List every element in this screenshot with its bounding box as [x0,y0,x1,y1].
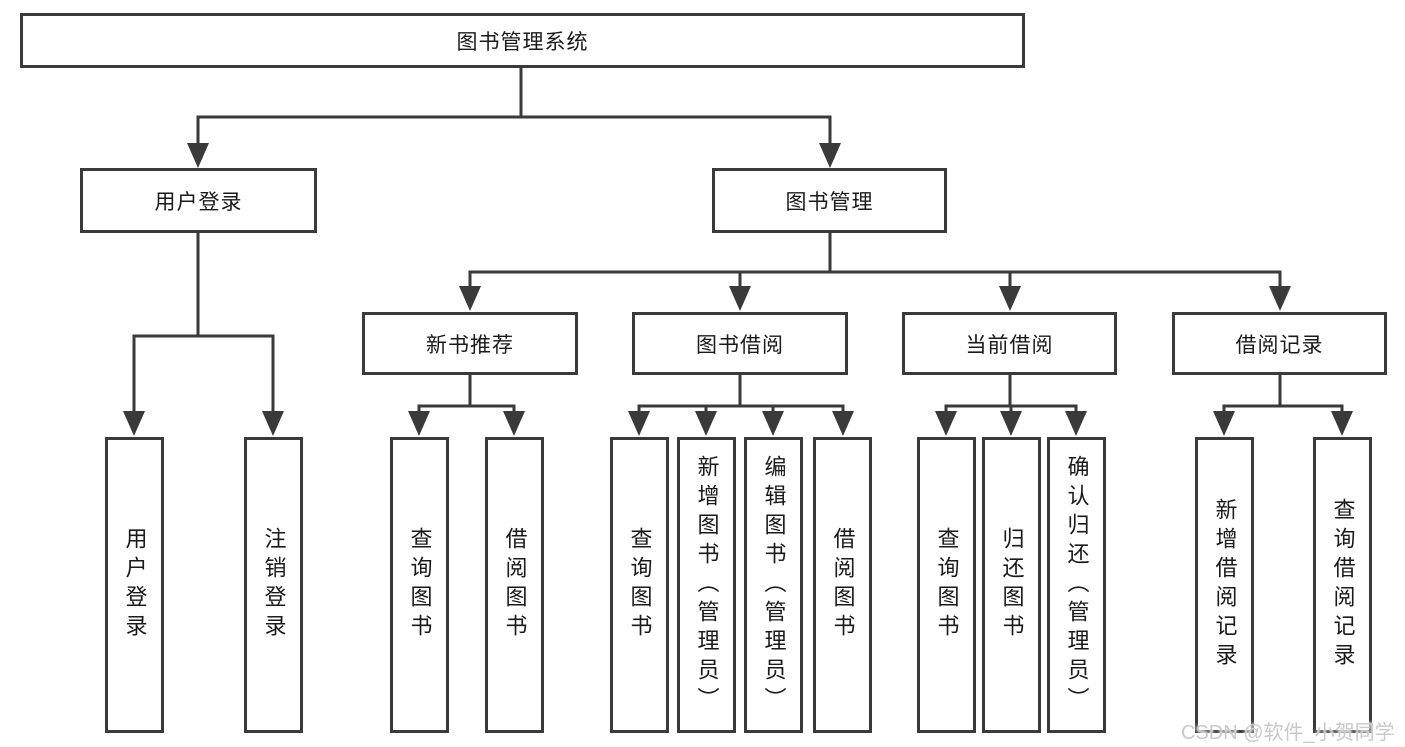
leaf-bb-borrow-books-label: 借阅图书 [830,527,856,643]
leaf-br-add-record: 新增借阅记录 [1195,437,1254,733]
leaf-nbr-query-books-label: 查询图书 [407,527,433,643]
leaf-cb-return-books: 归还图书 [982,437,1041,733]
leaf-logout: 注销登录 [244,437,303,733]
leaf-bb-add-books: 新增图书（管理员） [677,437,736,733]
node-book-borrowing: 图书借阅 [632,312,848,375]
leaf-bb-query-books: 查询图书 [610,437,669,733]
leaf-br-query-record: 查询借阅记录 [1313,437,1372,733]
connector-current-borrowing-children [935,375,1087,436]
connector-book-borrowing-children [628,375,854,436]
leaf-cb-query-books: 查询图书 [917,437,976,733]
leaf-br-query-record-label: 查询借阅记录 [1330,498,1356,672]
node-root: 图书管理系统 [20,13,1025,68]
node-book-management: 图书管理 [712,168,947,233]
connector-root-to-level2 [187,68,841,168]
leaf-nbr-borrow-books-label: 借阅图书 [502,527,528,643]
node-borrowing-records: 借阅记录 [1172,312,1387,375]
leaf-logout-label: 注销登录 [261,527,287,643]
leaf-bb-add-books-label: 新增图书（管理员） [694,454,720,716]
connector-borrowing-records-children [1213,375,1353,436]
leaf-bb-query-books-label: 查询图书 [627,527,653,643]
leaf-bb-borrow-books: 借阅图书 [813,437,872,733]
leaf-nbr-query-books: 查询图书 [390,437,449,733]
leaf-user-login: 用户登录 [105,437,164,733]
node-new-book-recommend: 新书推荐 [362,312,578,375]
leaf-br-add-record-label: 新增借阅记录 [1212,498,1238,672]
node-current-borrowing: 当前借阅 [902,312,1117,375]
connector-new-book-recommend-children [408,375,525,436]
leaf-nbr-borrow-books: 借阅图书 [485,437,544,733]
leaf-cb-confirm-return-label: 确认归还（管理员） [1064,454,1090,716]
node-user-login: 用户登录 [80,168,317,233]
leaf-bb-edit-books: 编辑图书（管理员） [744,437,803,733]
leaf-cb-query-books-label: 查询图书 [934,527,960,643]
leaf-cb-confirm-return: 确认归还（管理员） [1047,437,1106,733]
connector-user-login-children [123,233,284,436]
leaf-cb-return-books-label: 归还图书 [999,527,1025,643]
leaf-bb-edit-books-label: 编辑图书（管理员） [761,454,787,716]
connector-book-management-children [459,233,1291,311]
csdn-watermark: CSDN @软件_小贺同学 [1181,722,1395,744]
leaf-user-login-label: 用户登录 [122,527,148,643]
